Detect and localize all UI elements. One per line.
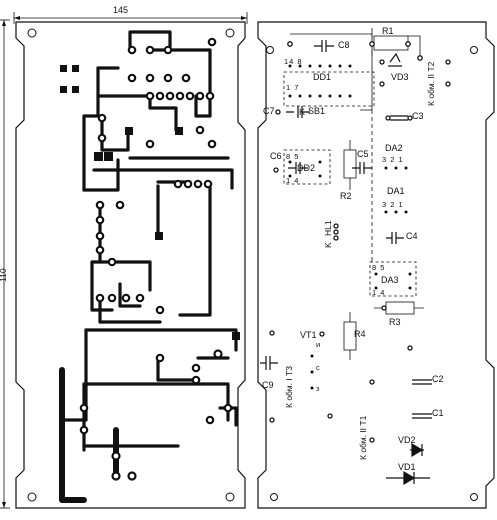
dd2-top-pins: 8 5	[286, 152, 300, 161]
c7-label: C7	[263, 106, 275, 116]
width-dimension-label: 145	[113, 5, 129, 15]
vd1-label: VD1	[398, 462, 416, 472]
r1-label: R1	[382, 26, 394, 36]
dd2-bottom-pins: 1 4	[286, 176, 300, 185]
vt1-pin-s: с	[316, 363, 321, 372]
height-dimension-label: 110	[0, 268, 8, 282]
da2-pins: 3 2 1	[382, 155, 404, 164]
k-hl1-prefix: K	[323, 242, 333, 248]
r3-label: R3	[389, 317, 401, 327]
da1-pins: 3 2 1	[382, 200, 404, 209]
k-obm-ii-t2-label: К обм. II Т2	[426, 61, 436, 106]
da2-label: DA2	[385, 143, 403, 153]
da1-label: DA1	[387, 186, 405, 196]
r2-label: R2	[340, 191, 352, 201]
hl1-label: HL1	[323, 220, 333, 236]
c8-label: C8	[338, 40, 350, 50]
k-sb1-label: K	[299, 107, 306, 117]
dd2-label: DD2	[297, 163, 316, 173]
k-obm-ii-t1-label: К обм. II Т1	[358, 415, 368, 460]
vd3-label: VD3	[391, 72, 409, 82]
dd1-label: DD1	[313, 72, 332, 82]
c2-label: C2	[432, 374, 444, 384]
r4-label: R4	[354, 329, 366, 339]
c4-label: C4	[406, 231, 418, 241]
da3-label: DA3	[381, 275, 399, 285]
vt1-pin-i: и	[316, 340, 322, 349]
copper-side-board	[15, 21, 246, 509]
component-side-board	[257, 21, 495, 509]
c9-label: C9	[262, 380, 274, 390]
c1-label: C1	[432, 408, 444, 418]
c6-label: C6	[270, 151, 282, 161]
dd1-bottom-pins: 1 7	[286, 83, 300, 92]
da3-top-pins: 8 5	[372, 263, 386, 272]
vt1-pin-z: з	[316, 384, 321, 393]
vd2-label: VD2	[398, 435, 416, 445]
vt1-label: VT1	[300, 330, 317, 340]
da3-bottom-pins: 1 4	[372, 288, 386, 297]
dd1-top-pins: 14 8	[284, 57, 303, 66]
c5-label: C5	[357, 149, 369, 159]
k-obm-i-t3-label: К обм. I Т3	[284, 366, 294, 408]
c3-label: C3	[412, 111, 424, 121]
sb1-label: SB1	[308, 106, 326, 116]
